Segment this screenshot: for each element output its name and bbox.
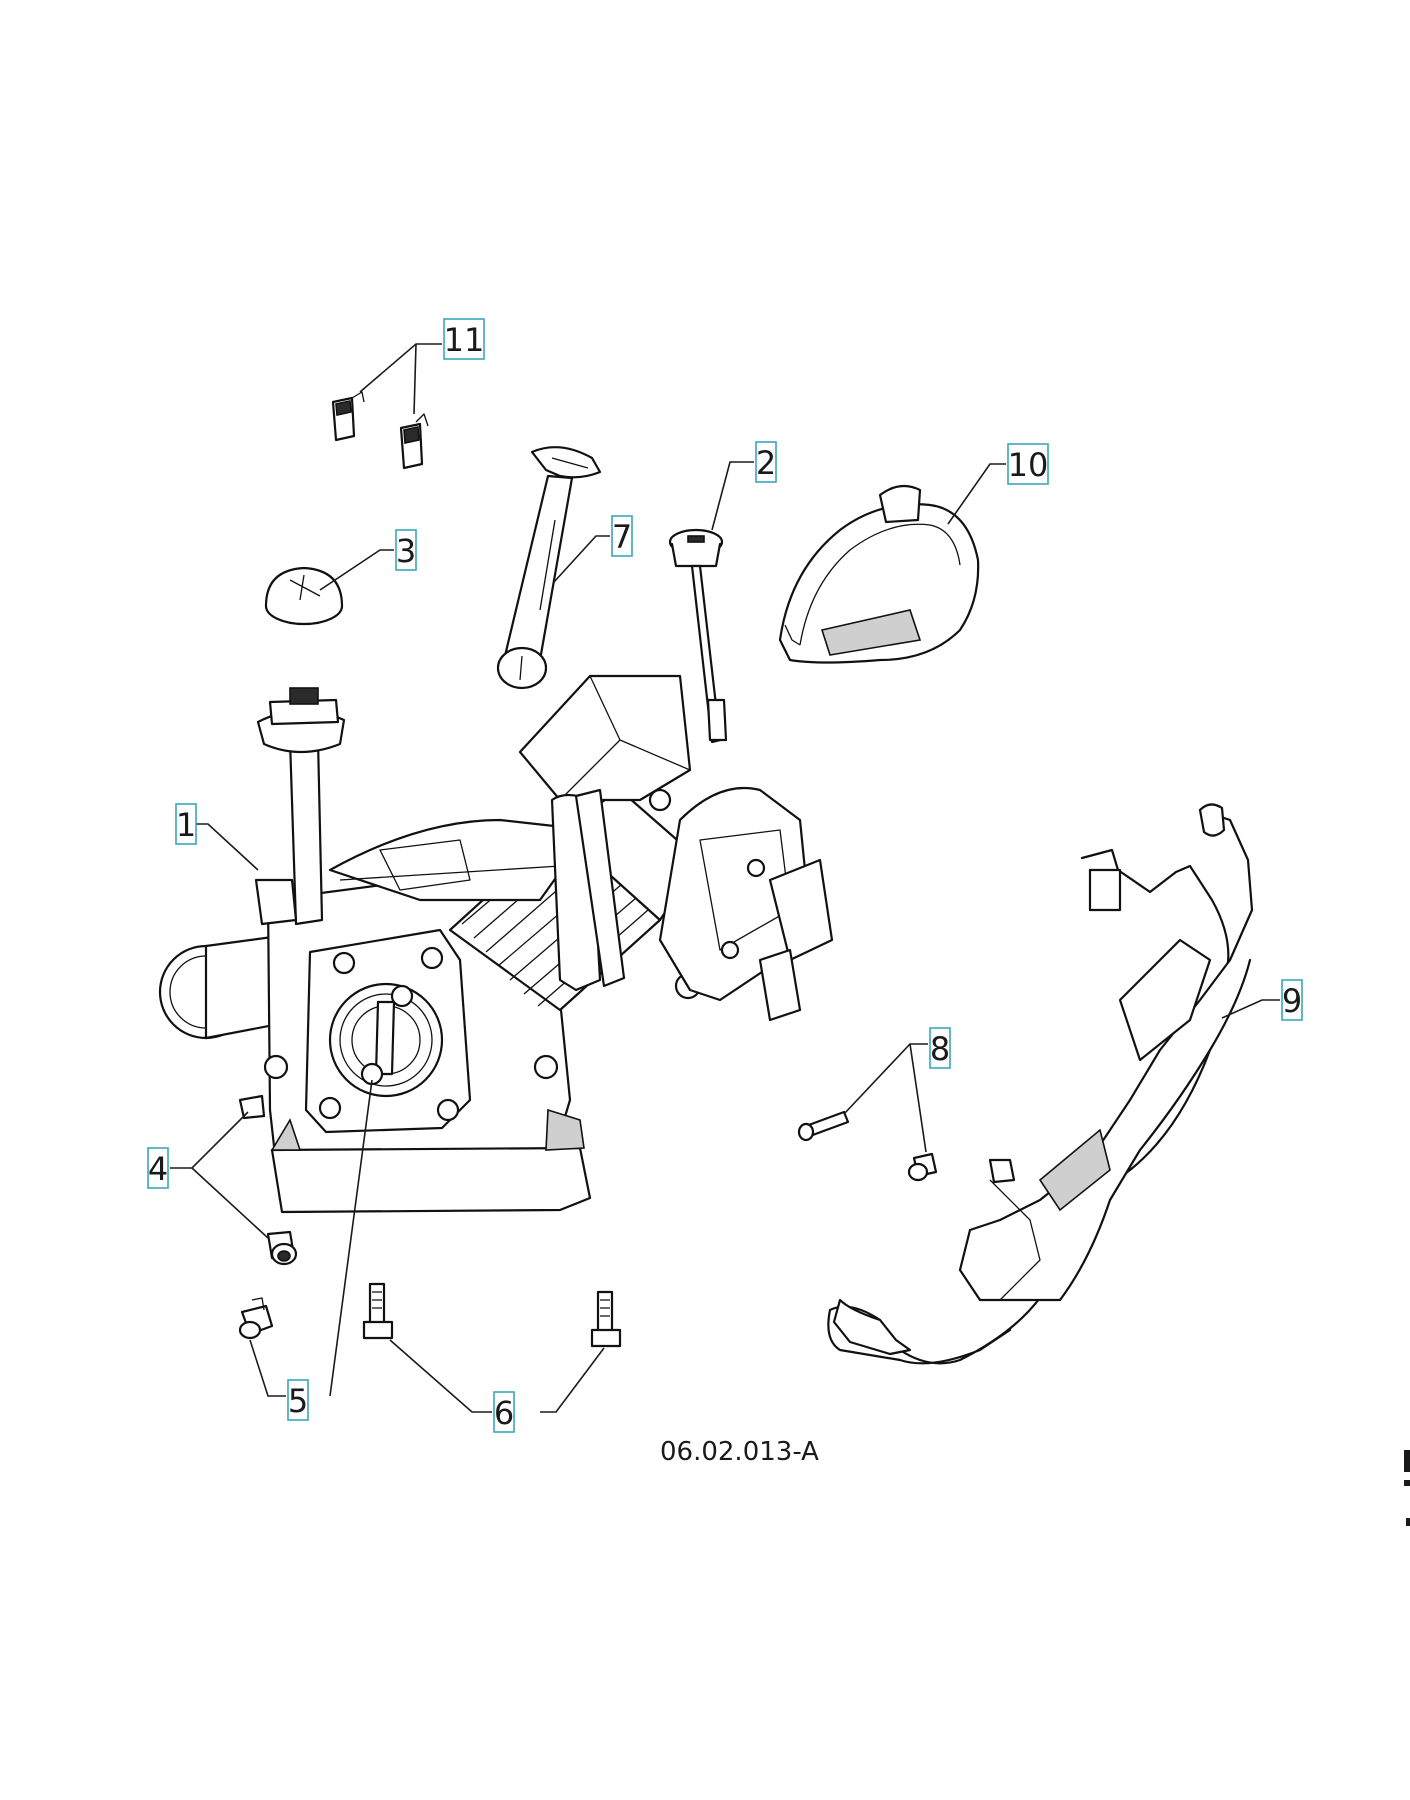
leader-lines	[170, 343, 1280, 1413]
svg-text:2: 2	[756, 444, 776, 482]
svg-text:7: 7	[612, 518, 632, 556]
part-bolt-left-top	[238, 1094, 266, 1120]
callout-9: 9	[1281, 979, 1303, 1021]
part-engine-block	[158, 674, 834, 1214]
callout-11: 11	[443, 318, 485, 360]
part-plug	[238, 1297, 274, 1340]
svg-text:5: 5	[288, 1382, 308, 1420]
callout-3: 3	[395, 529, 417, 571]
part-oil-cap	[264, 566, 344, 626]
bolt-left	[362, 1282, 394, 1340]
part-frame-shroud	[827, 803, 1254, 1365]
svg-text:3: 3	[396, 532, 416, 570]
callout-7: 7	[611, 515, 633, 557]
bolt-right	[590, 1290, 622, 1348]
callout-10: 10	[1007, 443, 1049, 485]
edge-artifacts	[1404, 1450, 1410, 1526]
clip-right	[399, 413, 429, 470]
callout-1: 1	[175, 803, 197, 845]
part-bolt-left	[266, 1230, 298, 1266]
part-clip-pair	[331, 391, 429, 470]
svg-text:8: 8	[930, 1030, 950, 1068]
part-air-filter-cover	[778, 484, 980, 664]
callout-4: 4	[147, 1147, 169, 1189]
svg-text:6: 6	[494, 1394, 514, 1432]
svg-text:10: 10	[1008, 446, 1049, 484]
callout-6: 6	[493, 1391, 515, 1433]
callout-5: 5	[287, 1379, 309, 1421]
svg-text:11: 11	[444, 321, 485, 359]
part-dipstick	[496, 446, 602, 690]
clip-left	[331, 391, 365, 442]
part-bolt-pair	[362, 1282, 622, 1348]
part-sensor-wire	[668, 528, 728, 744]
svg-text:9: 9	[1282, 982, 1302, 1020]
part-pin-sleeve	[797, 1110, 938, 1182]
reference-code: 06.02.013-A	[660, 1437, 819, 1467]
callout-8: 8	[929, 1027, 951, 1069]
svg-text:1: 1	[176, 806, 196, 844]
svg-text:4: 4	[148, 1150, 168, 1188]
callout-2: 2	[755, 441, 777, 483]
